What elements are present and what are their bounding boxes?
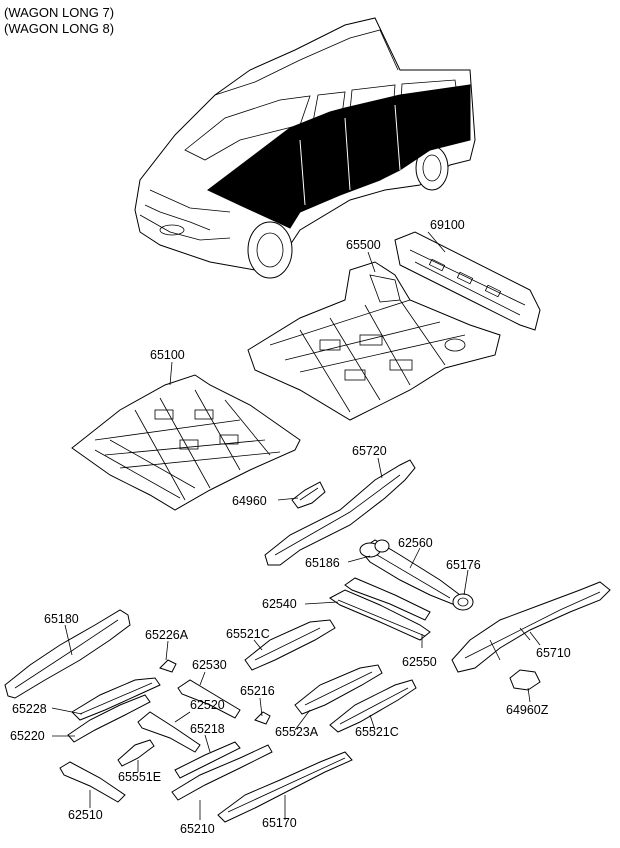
part-65180-member <box>4 609 131 699</box>
part-65170-member <box>217 751 353 823</box>
part-label-65216: 65216 <box>240 684 275 698</box>
part-label-62560: 62560 <box>398 536 433 550</box>
part-65220-member <box>67 694 151 743</box>
part-label-65100: 65100 <box>150 348 185 362</box>
part-label-65180: 65180 <box>44 612 79 626</box>
part-65521c-bottom <box>329 679 417 733</box>
part-label-69100: 69100 <box>430 218 465 232</box>
part-62510-member <box>59 761 126 803</box>
part-label-65500: 65500 <box>346 238 381 252</box>
part-64960-bracket <box>291 481 326 509</box>
part-label-65720: 65720 <box>352 444 387 458</box>
part-label-65176: 65176 <box>446 558 481 572</box>
part-label-62530: 62530 <box>192 658 227 672</box>
part-label-65710: 65710 <box>536 646 571 660</box>
part-label-65186: 65186 <box>305 556 340 570</box>
part-65521c-top <box>244 619 336 671</box>
part-65228-member <box>71 677 161 721</box>
part-65218-member <box>174 741 241 779</box>
part-label-64960z: 64960Z <box>506 703 549 717</box>
part-69100-panel <box>394 231 541 331</box>
part-62540-member <box>329 589 431 641</box>
part-label-62510: 62510 <box>68 808 103 822</box>
part-65500-rear-floor <box>247 261 501 421</box>
part-label-65220: 65220 <box>10 729 45 743</box>
part-62560-member <box>359 539 474 611</box>
part-65100-front-floor <box>71 374 301 511</box>
part-label-65521c-top: 65521C <box>226 627 270 641</box>
part-label-65218: 65218 <box>190 722 225 736</box>
part-label-65228: 65228 <box>12 702 47 716</box>
part-label-62550: 62550 <box>402 655 437 669</box>
header-line-1: (WAGON LONG 7) <box>4 5 115 20</box>
part-label-65210: 65210 <box>180 822 215 836</box>
part-label-65226a: 65226A <box>145 628 189 642</box>
part-64960z-bracket <box>509 669 541 691</box>
part-62520-member <box>137 711 201 753</box>
part-65216-clip <box>254 711 271 725</box>
part-65226a-clip <box>159 659 177 673</box>
part-label-65170: 65170 <box>262 816 297 830</box>
part-label-65521c-bottom: 65521C <box>355 725 399 739</box>
part-65210-member <box>171 744 273 801</box>
part-label-62520: 62520 <box>190 698 225 712</box>
part-62550-member <box>344 577 431 621</box>
part-62530-member <box>177 679 241 719</box>
part-65551e-member <box>117 739 155 767</box>
part-label-65523a: 65523A <box>275 725 319 739</box>
part-label-65551e: 65551E <box>118 770 162 784</box>
vehicle-illustration <box>134 17 476 279</box>
part-65710-side-member <box>451 581 611 673</box>
part-label-64960: 64960 <box>232 494 267 508</box>
part-65720-rail <box>264 459 416 566</box>
leader-lines <box>51 231 541 820</box>
part-label-62540: 62540 <box>262 597 297 611</box>
header-line-2: (WAGON LONG 8) <box>4 21 115 36</box>
